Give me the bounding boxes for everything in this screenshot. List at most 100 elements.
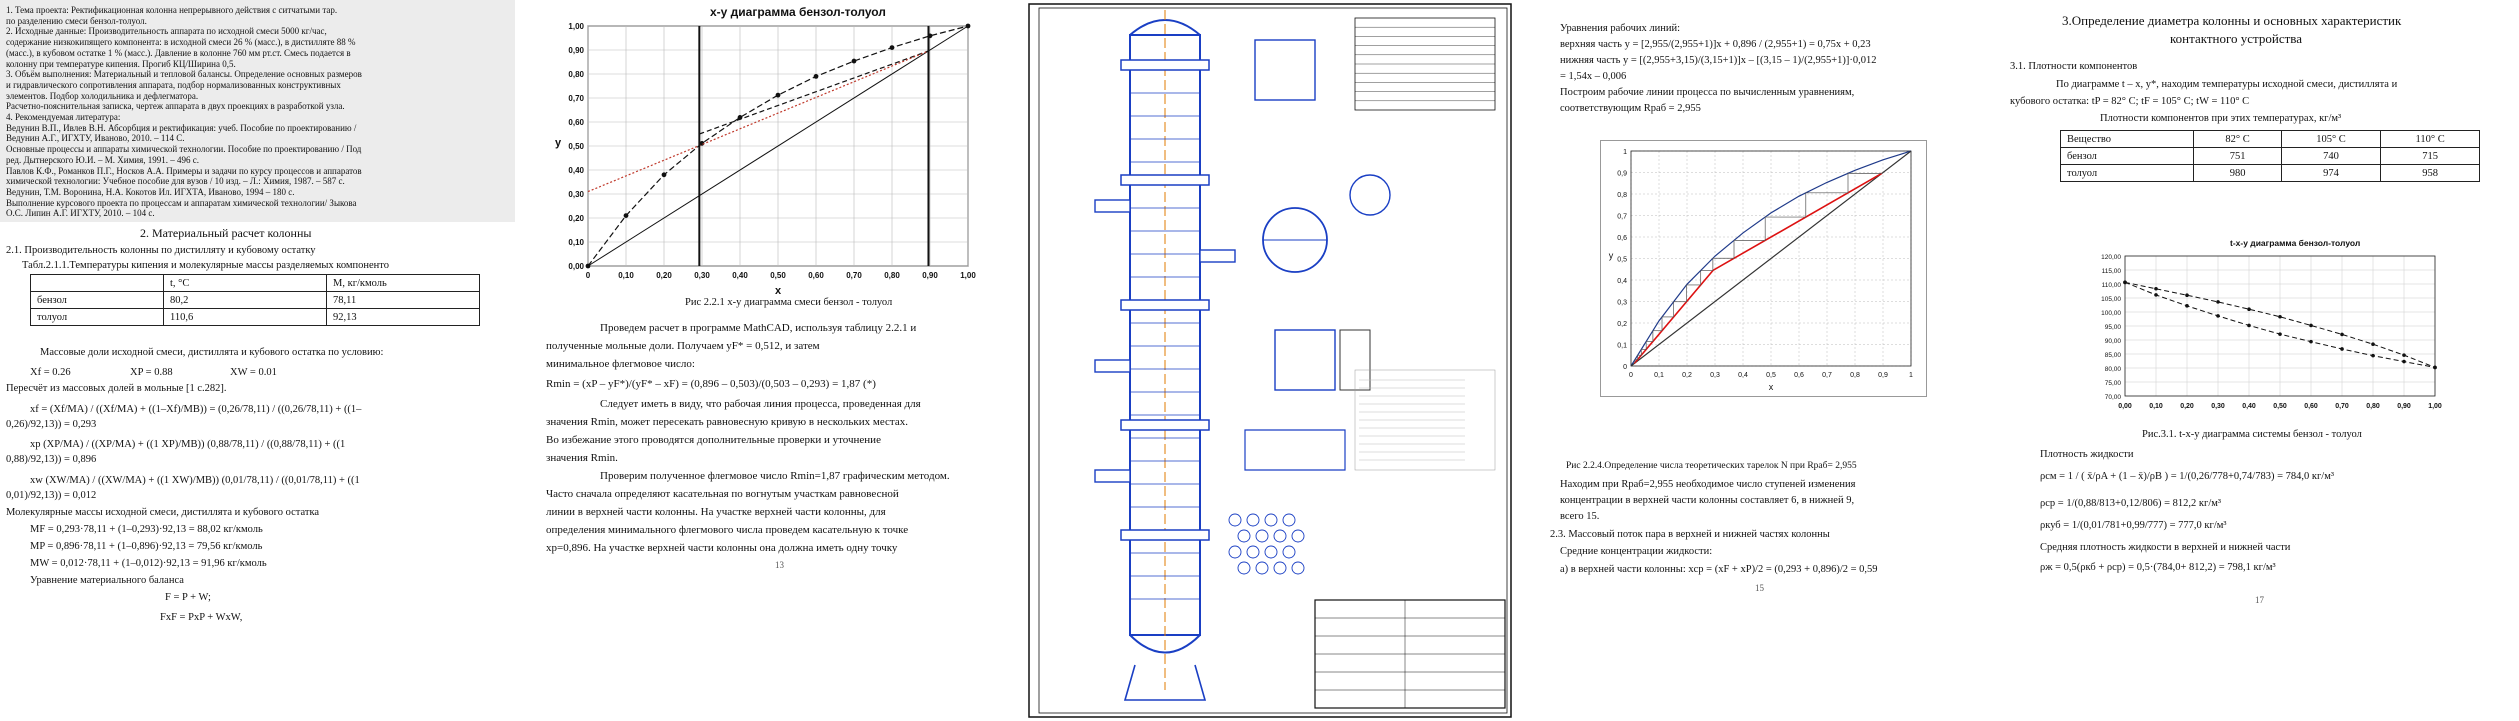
support-skirt	[1123, 664, 1207, 701]
data-point	[2340, 347, 2344, 351]
x-tick-label: 0,90	[2397, 403, 2411, 410]
body-line: всего 15.	[1560, 511, 1600, 522]
x-tick-label: 0,30	[2211, 403, 2225, 410]
molar-line: MF = 0,293·78,11 + (1–0,293)·92,13 = 88,…	[30, 524, 263, 535]
body-line: Следует иметь в виду, что рабочая линия …	[600, 398, 921, 410]
series-line-working-line	[699, 50, 929, 135]
x-axis-label: x	[1769, 382, 1774, 392]
text-line: 1. Тема проекта: Ректификационная колонн…	[6, 5, 338, 15]
table-header-cell: M, кг/кмоль	[326, 274, 480, 292]
y-tick-label: 85,00	[2105, 352, 2122, 359]
data-point	[2371, 353, 2375, 358]
x-tick-label: 0,80	[884, 271, 900, 280]
y-axis-label: y	[555, 137, 562, 149]
temps-line1: По диаграмме t – x, y*, находим температ…	[2056, 79, 2398, 90]
chart-title: t-x-y диаграмма бензол-толуол	[2230, 238, 2361, 248]
data-point	[2278, 332, 2282, 336]
body-line: Проведем расчет в программе MathCAD, исп…	[600, 322, 917, 334]
tube-hole	[1282, 513, 1296, 527]
body-line: значения Rmin.	[546, 452, 618, 464]
text-line: содержание низкокипящего компонента: в и…	[6, 37, 356, 48]
text-line: ред. Дытнерского Ю.И. – М. Химия, 1991. …	[6, 154, 199, 165]
text-line: верхняя часть y = [2,955/(2,955+1)]x + 0…	[1560, 39, 1871, 50]
section-2-3: 2.3. Массовый поток пара в верхней и ниж…	[1550, 529, 1830, 540]
y-tick-label: 1,00	[568, 22, 584, 31]
y-tick-label: 0,2	[1617, 321, 1627, 328]
text-line: Павлов К.Ф., Романков П.Г., Носков А.А. …	[6, 165, 362, 176]
table-header-cell: 110° C	[2380, 130, 2480, 148]
y-tick-label: 0,00	[568, 262, 584, 271]
series-line-equilibrium	[1630, 150, 1912, 367]
tube-hole	[1255, 529, 1269, 543]
data-point	[2309, 339, 2313, 344]
x-tick-label: 1,00	[960, 271, 976, 280]
body-line: концентрации в верхней части колонны сос…	[1560, 495, 1855, 506]
series-line-diagonal	[587, 25, 969, 267]
y-tick-label: 0,5	[1617, 257, 1627, 264]
detail-plate	[1244, 429, 1346, 471]
body-line: значения Rmin, может пересекать равновес…	[546, 416, 908, 428]
density-title: Плотности компонентов при этих температу…	[2100, 113, 2342, 124]
txy-chart: 70,0075,0080,0085,0090,0095,00100,00105,…	[2101, 254, 2442, 410]
x-tick-label: 0,40	[2242, 403, 2256, 410]
tube-hole	[1255, 561, 1269, 575]
fraction-xf: Xf = 0.26	[30, 367, 71, 378]
molar-line: MP = 0,896·78,11 + (1–0,896)·92,13 = 79,…	[30, 541, 263, 552]
flange-a	[1120, 174, 1210, 186]
y-tick-label: 115,00	[2102, 268, 2122, 275]
eq-line: xw (XW/MA) / ((XW/MA) + ((1 XW)/MB)) (0,…	[30, 475, 360, 486]
balance-eq: F = P + W;	[165, 592, 211, 603]
text-line: по разделению смеси бензол-толуол.	[6, 15, 147, 26]
y-tick-label: 0,8	[1617, 192, 1627, 199]
figure-caption: Рис.3.1. t-x-y диаграмма системы бензол …	[2142, 429, 2362, 440]
table-row: бензол 80,2 78,11	[30, 291, 480, 309]
y-tick-label: 0	[1623, 364, 1627, 371]
section-title-line1: 3.Определение диаметра колонны и основны…	[2062, 13, 2402, 28]
body-line: xp=0,896. На участке верхней части колон…	[546, 542, 898, 554]
table-cell: 110,6	[163, 308, 327, 326]
figure-caption: Рис 2.2.4.Определение числа теоретически…	[1566, 461, 1857, 471]
table-header-cell: Вещество	[2059, 130, 2195, 148]
page-number: 13	[775, 560, 784, 570]
body-line: Часто сначала определяют касательная по …	[546, 488, 899, 500]
page-5: 3.Определение диаметра колонны и основны…	[2000, 0, 2519, 721]
density-eq: ρж = 0,5(ρкб + ρср) = 0,5·(784,0+ 812,2)…	[2040, 562, 2276, 573]
data-point	[2309, 323, 2313, 328]
x-tick-label: 0,50	[770, 271, 786, 280]
fraction-xp: XP = 0.88	[130, 367, 173, 378]
text-line: (масс.), в кубовом остатке 1 % (масс.). …	[6, 47, 351, 58]
table-header-cell: 105° C	[2280, 130, 2382, 148]
flange-d	[1120, 529, 1210, 541]
tube-hole	[1273, 529, 1287, 543]
x-tick-label: 1,00	[2428, 403, 2442, 410]
subsection-2-1: 2.1. Производительность колонны по дисти…	[6, 245, 316, 256]
x-tick-label: 0,6	[1794, 372, 1804, 379]
table-row: толуол 980 974 958	[2059, 164, 2480, 182]
series-line-vapor	[2124, 281, 2436, 368]
nozzle-left-2	[1094, 359, 1131, 373]
body-line: Rmin = (xP – yF*)/(yF* – xF) = (0,896 – …	[546, 378, 876, 390]
x-tick-label: 0,8	[1850, 372, 1860, 379]
table-caption: Табл.2.1.1.Температуры кипения и молекул…	[22, 260, 390, 271]
x-tick-label: 0,20	[2180, 403, 2194, 410]
molar-masses-intro: Молекулярные массы исходной смеси, дисти…	[6, 507, 320, 518]
body-line: полученные мольные доли. Получаем yF* = …	[546, 340, 820, 352]
x-tick-label: 0,10	[2149, 403, 2163, 410]
tube-hole	[1237, 561, 1251, 575]
body-line: линии в верхней части колонны. На участк…	[546, 506, 886, 518]
y-tick-label: 0,30	[568, 190, 584, 199]
x-tick-label: 0,90	[922, 271, 938, 280]
x-tick-label: 0,7	[1822, 372, 1832, 379]
tube-hole	[1264, 513, 1278, 527]
x-tick-label: 0,60	[808, 271, 824, 280]
y-tick-label: 110,00	[2102, 282, 2122, 289]
table-cell: 92,13	[326, 308, 480, 326]
body-line: Проверим полученное флегмовое число Rmin…	[600, 470, 950, 482]
table-header-row: t, °C M, кг/кмоль	[30, 274, 480, 292]
table-cell: 974	[2280, 164, 2382, 182]
table-cell: толуол	[30, 308, 164, 326]
data-point	[2278, 314, 2282, 319]
flange-b	[1120, 299, 1210, 311]
